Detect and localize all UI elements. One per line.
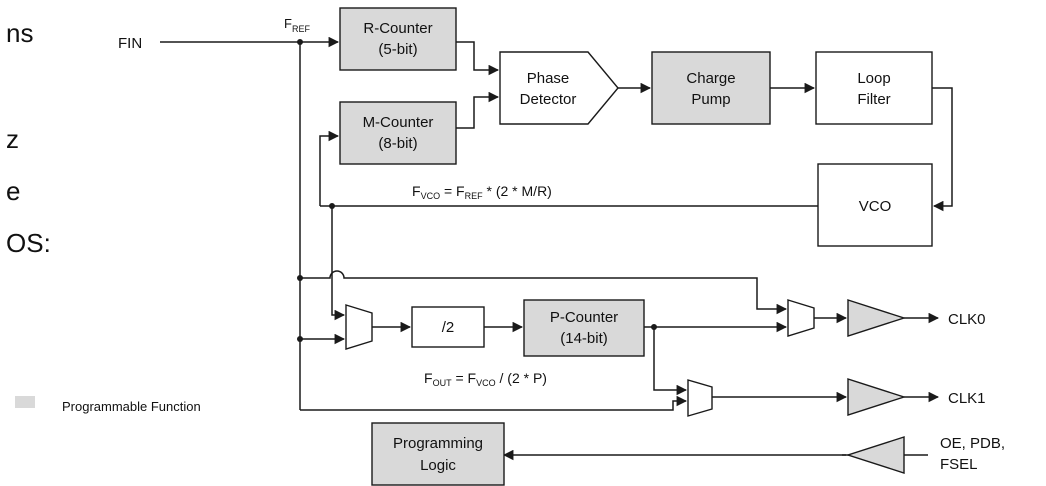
charge-pump-block: Charge Pump bbox=[651, 51, 771, 125]
legend: Programmable Function bbox=[15, 396, 201, 414]
m-counter-title: M-Counter bbox=[363, 114, 434, 131]
programming-logic-block: Programming Logic bbox=[371, 422, 505, 486]
phase-detector-title: Phase bbox=[527, 70, 570, 87]
charge-pump-subtitle: Pump bbox=[691, 91, 730, 108]
loop-filter-subtitle: Filter bbox=[857, 91, 890, 108]
divide-by-two-label: /2 bbox=[442, 319, 455, 336]
clk1-label: CLK1 bbox=[948, 390, 986, 407]
phase-detector-block: Phase Detector bbox=[499, 51, 619, 125]
legend-swatch bbox=[15, 396, 35, 408]
r-counter-block: R-Counter (5-bit) bbox=[339, 7, 457, 71]
programming-logic-title: Programming bbox=[393, 435, 483, 452]
clk0-label: CLK0 bbox=[948, 311, 986, 328]
control-input-label-1: OE, PDB, bbox=[940, 435, 1005, 452]
p-counter-block: P-Counter (14-bit) bbox=[523, 299, 645, 357]
clk0-buffer bbox=[847, 299, 907, 337]
fref-label: FREF bbox=[284, 16, 310, 34]
programming-logic-subtitle: Logic bbox=[420, 457, 456, 474]
legend-label: Programmable Function bbox=[62, 399, 201, 414]
fin-label: FIN bbox=[118, 35, 142, 52]
r-counter-bits: (5-bit) bbox=[378, 41, 417, 58]
loop-filter-block: Loop Filter bbox=[815, 51, 933, 125]
side-text: ns z e OS: bbox=[6, 18, 51, 258]
control-input-buffer bbox=[845, 436, 905, 474]
fout-equation: FOUT = FVCO / (2 * P) bbox=[424, 370, 547, 388]
phase-detector-subtitle: Detector bbox=[520, 91, 577, 108]
fvco-equation: FVCO = FREF * (2 * M/R) bbox=[412, 183, 552, 201]
side-text-line-1: ns bbox=[6, 18, 33, 48]
junctions bbox=[297, 39, 657, 342]
clk0-mux bbox=[787, 299, 815, 337]
vco-title: VCO bbox=[859, 198, 892, 215]
m-counter-bits: (8-bit) bbox=[378, 135, 417, 152]
p-counter-title: P-Counter bbox=[550, 309, 618, 326]
wires bbox=[160, 36, 953, 461]
charge-pump-title: Charge bbox=[686, 70, 735, 87]
vco-block: VCO bbox=[817, 163, 933, 247]
clk1-buffer bbox=[847, 378, 907, 416]
loop-filter-title: Loop bbox=[857, 70, 890, 87]
m-counter-block: M-Counter (8-bit) bbox=[339, 101, 457, 165]
divide-by-two-block: /2 bbox=[411, 306, 485, 348]
side-text-line-3: e bbox=[6, 176, 20, 206]
input-mux bbox=[345, 304, 373, 350]
p-counter-bits: (14-bit) bbox=[560, 330, 608, 347]
side-text-line-2: z bbox=[6, 124, 19, 154]
clk1-mux bbox=[687, 379, 713, 417]
r-counter-title: R-Counter bbox=[363, 20, 432, 37]
control-input-label-2: FSEL bbox=[940, 456, 978, 473]
side-text-line-4: OS: bbox=[6, 228, 51, 258]
